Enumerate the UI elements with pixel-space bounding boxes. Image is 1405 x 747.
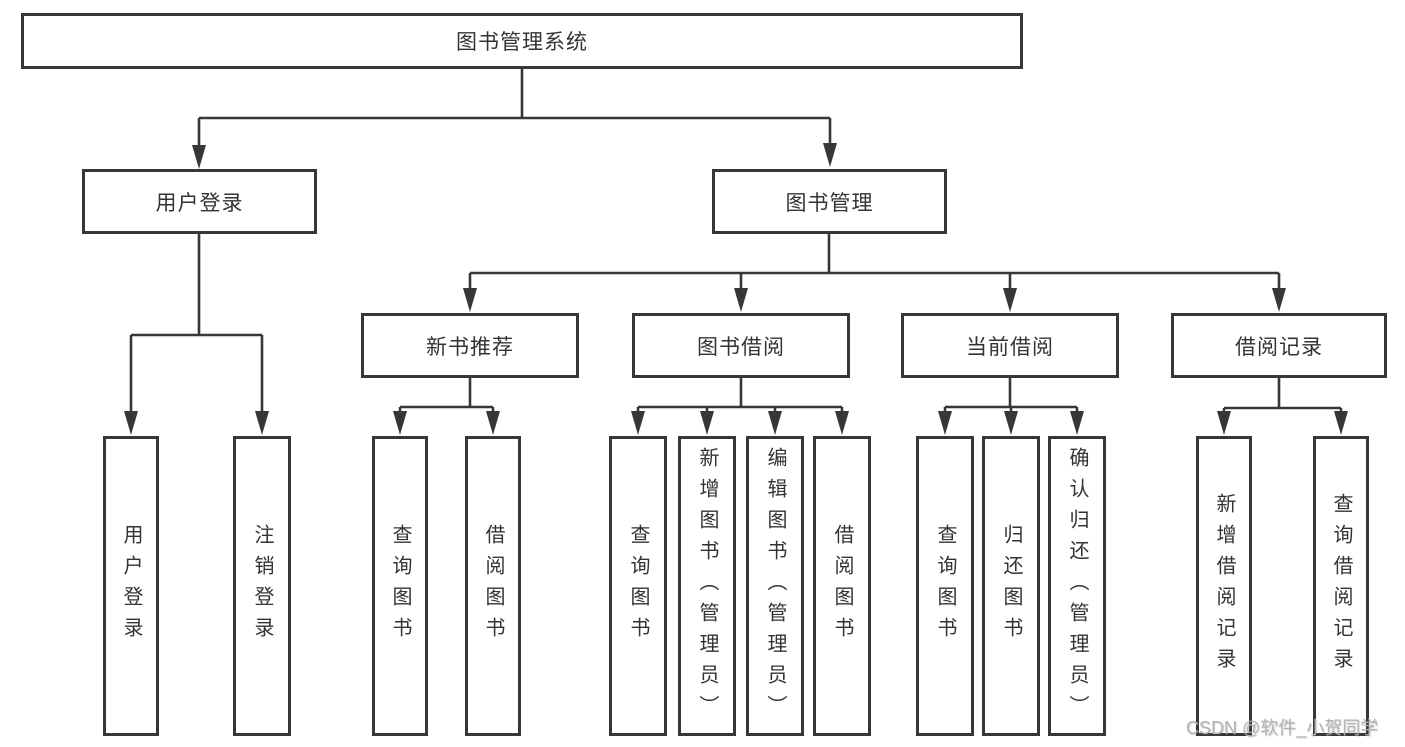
leaf-add-book-admin: 新增图书（管理员） <box>678 436 736 736</box>
leaf-edit-book-admin: 编辑图书（管理员） <box>746 436 804 736</box>
arrow-icon <box>393 411 407 435</box>
arrow-icon <box>486 411 500 435</box>
leaf-user-login: 用户登录 <box>103 436 159 736</box>
connector-current-borrow <box>943 378 1079 414</box>
node-label: 新书推荐 <box>426 335 514 359</box>
leaf-query-book-newrec: 查询图书 <box>372 436 428 736</box>
arrow-icon <box>463 288 477 312</box>
node-label: 查询借阅记录 <box>1330 493 1352 679</box>
leaf-add-borrow-record: 新增借阅记录 <box>1196 436 1252 736</box>
arrow-icon <box>1272 288 1286 312</box>
arrow-icon <box>1004 411 1018 435</box>
arrow-icon <box>1070 411 1084 435</box>
node-current-borrow: 当前借阅 <box>901 313 1119 378</box>
node-book-management: 图书管理 <box>712 169 947 234</box>
node-label: 当前借阅 <box>966 335 1054 359</box>
arrow-icon <box>124 411 138 435</box>
connector-borrow-records <box>1222 378 1343 414</box>
connector-book-mgmt <box>468 233 1281 291</box>
connector-root <box>197 69 832 148</box>
arrow-icon <box>835 411 849 435</box>
node-label: 借阅图书 <box>482 524 504 648</box>
leaf-query-book-current: 查询图书 <box>916 436 974 736</box>
watermark: CSDN @软件_小贺同学 <box>1186 718 1379 738</box>
node-label: 新增图书（管理员） <box>696 446 718 726</box>
arrow-icon <box>1334 411 1348 435</box>
arrow-icon <box>1217 411 1231 435</box>
arrow-icon <box>938 411 952 435</box>
node-label: 图书借阅 <box>697 335 785 359</box>
node-label: 查询图书 <box>627 524 649 648</box>
node-label: 归还图书 <box>1000 524 1022 648</box>
leaf-query-book-borrow: 查询图书 <box>609 436 667 736</box>
connector-user-login <box>129 234 264 414</box>
arrow-icon <box>700 411 714 435</box>
node-label: 新增借阅记录 <box>1213 493 1235 679</box>
arrow-icon <box>631 411 645 435</box>
connector-book-borrow <box>636 378 844 414</box>
node-label: 借阅记录 <box>1235 335 1323 359</box>
node-user-login: 用户登录 <box>82 169 317 234</box>
arrow-icon <box>1003 288 1017 312</box>
leaf-confirm-return-admin: 确认归还（管理员） <box>1048 436 1106 736</box>
arrow-icon <box>768 411 782 435</box>
node-label: 查询图书 <box>389 524 411 648</box>
node-new-book-recommend: 新书推荐 <box>361 313 579 378</box>
leaf-return-book: 归还图书 <box>982 436 1040 736</box>
node-label: 图书管理 <box>785 191 874 215</box>
arrow-icon <box>734 288 748 312</box>
node-label: 查询图书 <box>934 524 956 648</box>
node-label: 编辑图书（管理员） <box>764 446 786 726</box>
node-label: 用户登录 <box>120 524 142 648</box>
node-label: 图书管理系统 <box>456 31 588 54</box>
leaf-borrow-book: 借阅图书 <box>813 436 871 736</box>
node-root-system: 图书管理系统 <box>21 13 1023 69</box>
node-book-borrow: 图书借阅 <box>632 313 850 378</box>
node-borrow-records: 借阅记录 <box>1171 313 1387 378</box>
leaf-query-borrow-record: 查询借阅记录 <box>1313 436 1369 736</box>
connector-new-book <box>398 378 495 414</box>
node-label: 注销登录 <box>251 524 273 648</box>
arrow-icon <box>192 145 206 169</box>
arrow-icon <box>823 143 837 167</box>
arrow-icon <box>255 411 269 435</box>
node-label: 借阅图书 <box>831 524 853 648</box>
leaf-borrow-book-newrec: 借阅图书 <box>465 436 521 736</box>
node-label: 确认归还（管理员） <box>1066 446 1088 726</box>
node-label: 用户登录 <box>155 191 244 215</box>
leaf-logout: 注销登录 <box>233 436 291 736</box>
